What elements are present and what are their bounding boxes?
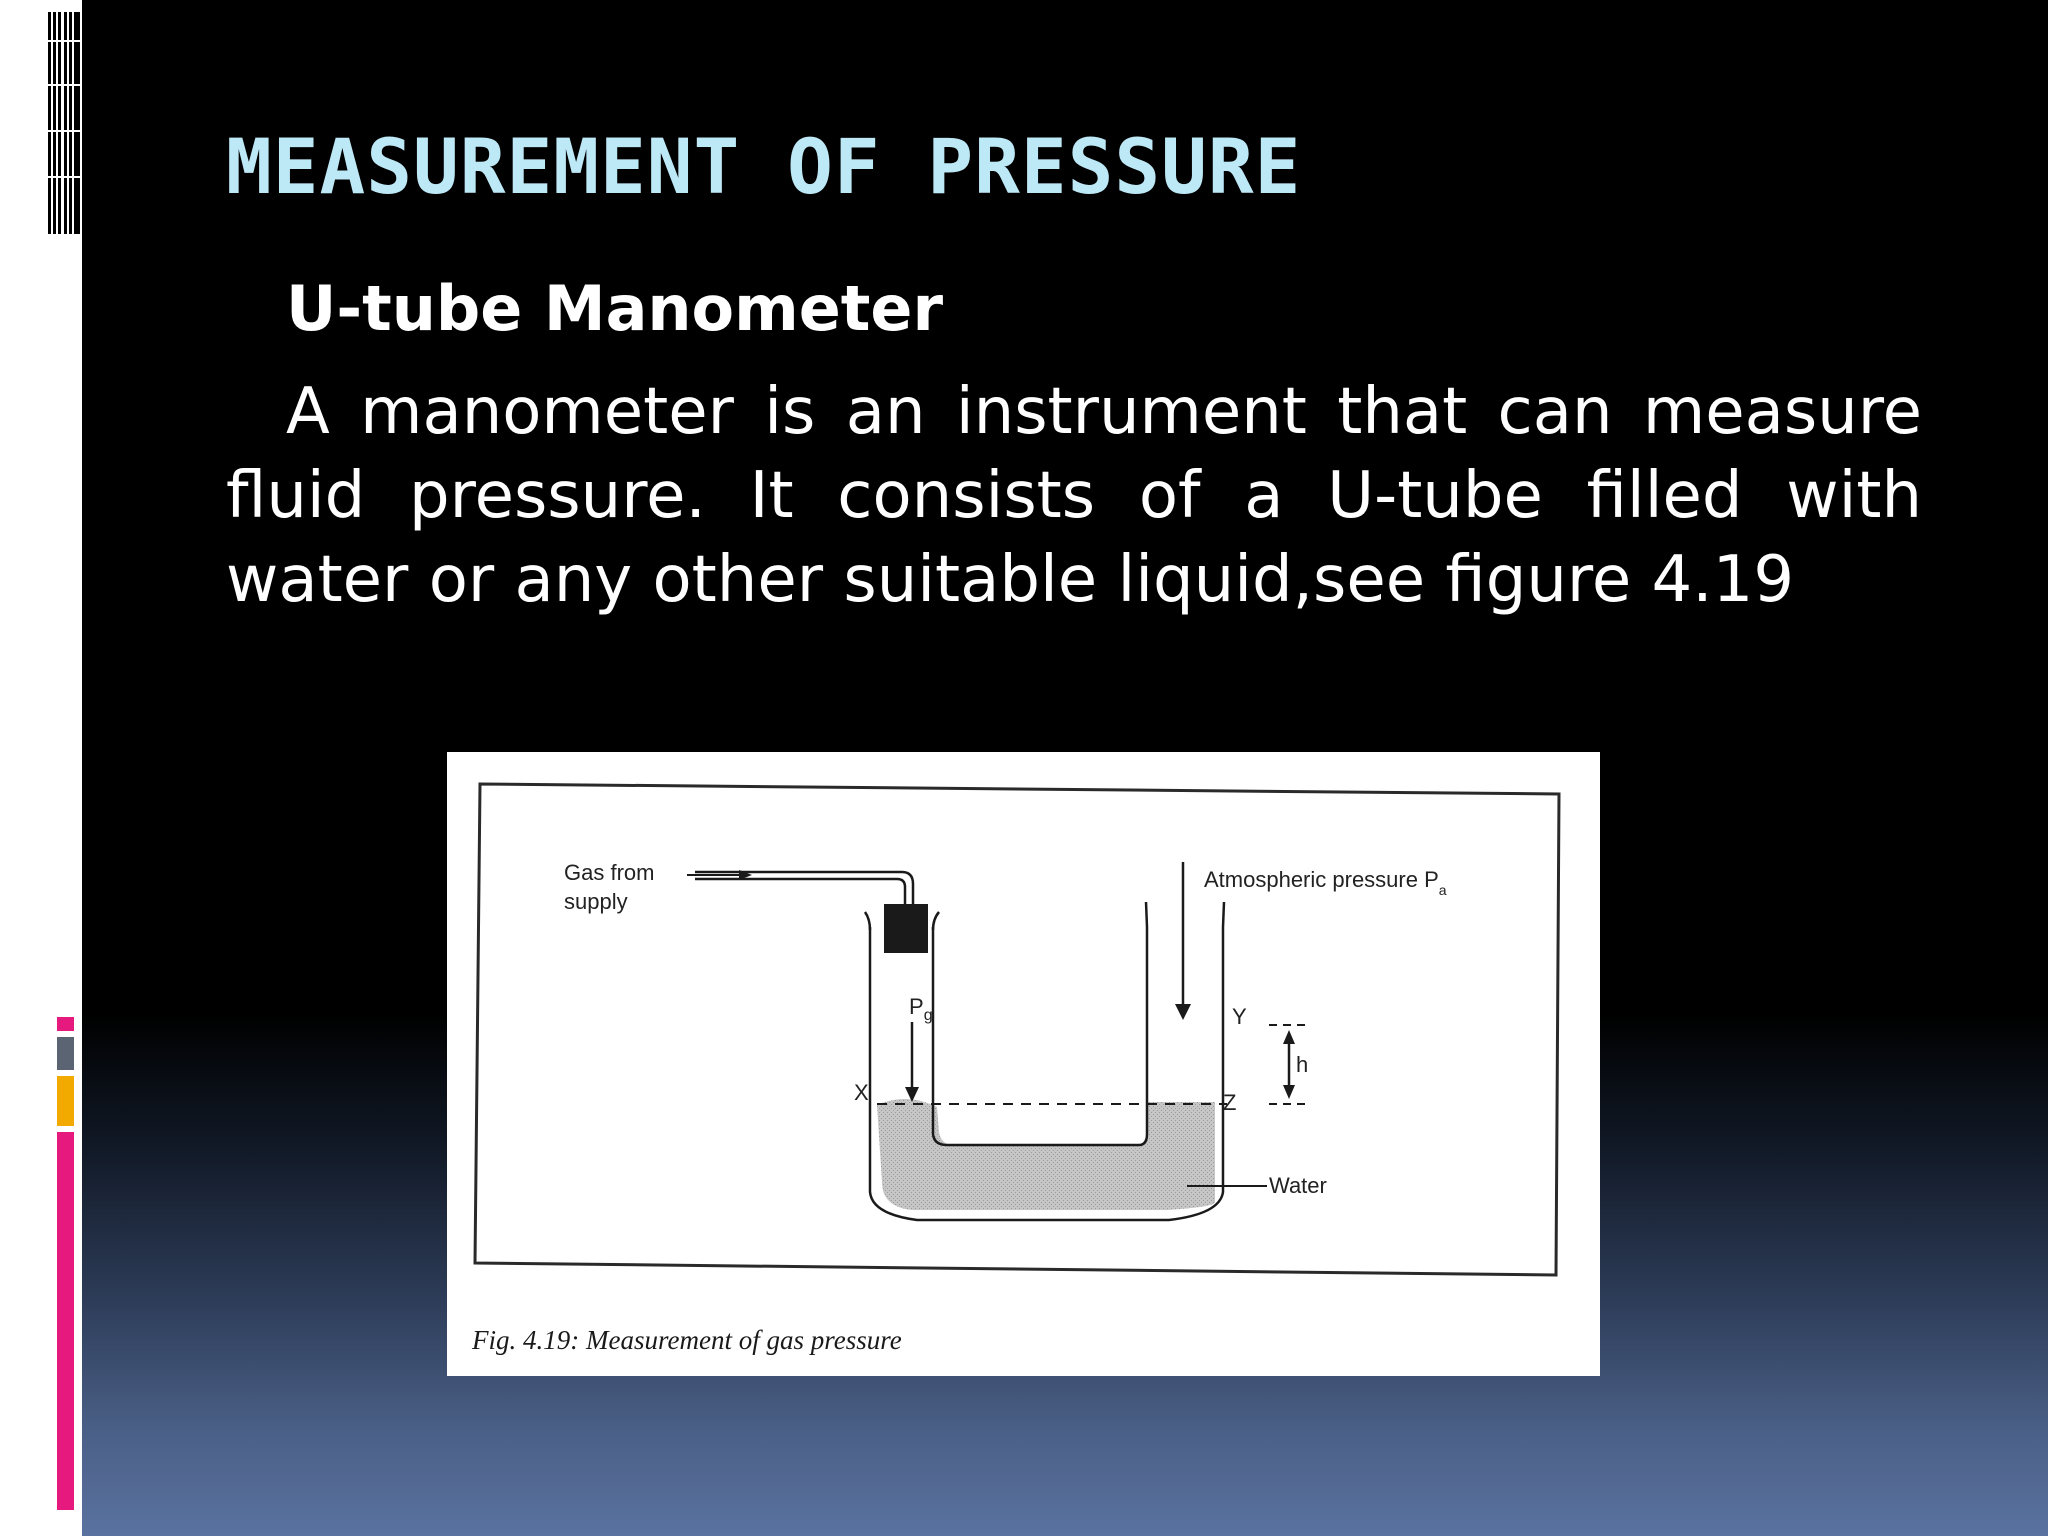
h-label: h: [1296, 1052, 1308, 1077]
slide-subtitle: U-tube Manometer: [286, 272, 944, 345]
water-fill: [877, 1098, 1215, 1210]
z-label: Z: [1223, 1090, 1236, 1115]
atmospheric-pressure-label: Atmospheric pressure Pa: [1204, 867, 1447, 898]
y-label: Y: [1232, 1004, 1247, 1029]
body-paragraph: A manometer is an instrument that can me…: [226, 375, 1922, 617]
manometer-diagram: Gas from supply Atmospheric pressure Pa …: [447, 752, 1600, 1376]
figure-caption: Fig. 4.19: Measurement of gas pressure: [471, 1325, 902, 1355]
diagram-frame: [473, 782, 1561, 1277]
u-tube-outer-wall: [868, 927, 1225, 1222]
gas-from-label: Gas from: [564, 860, 654, 885]
supply-label: supply: [564, 889, 628, 914]
gas-supply-pipe: [695, 870, 915, 952]
pg-label: Pg: [909, 994, 933, 1024]
decorative-side-bar: [0, 0, 82, 1536]
slide-title: MEASUREMENT OF PRESSURE: [226, 122, 1302, 211]
u-tube-inner-wall: [931, 927, 1149, 1147]
water-label: Water: [1269, 1173, 1327, 1198]
x-label: X: [854, 1080, 869, 1105]
manometer-figure: Gas from supply Atmospheric pressure Pa …: [447, 752, 1600, 1376]
